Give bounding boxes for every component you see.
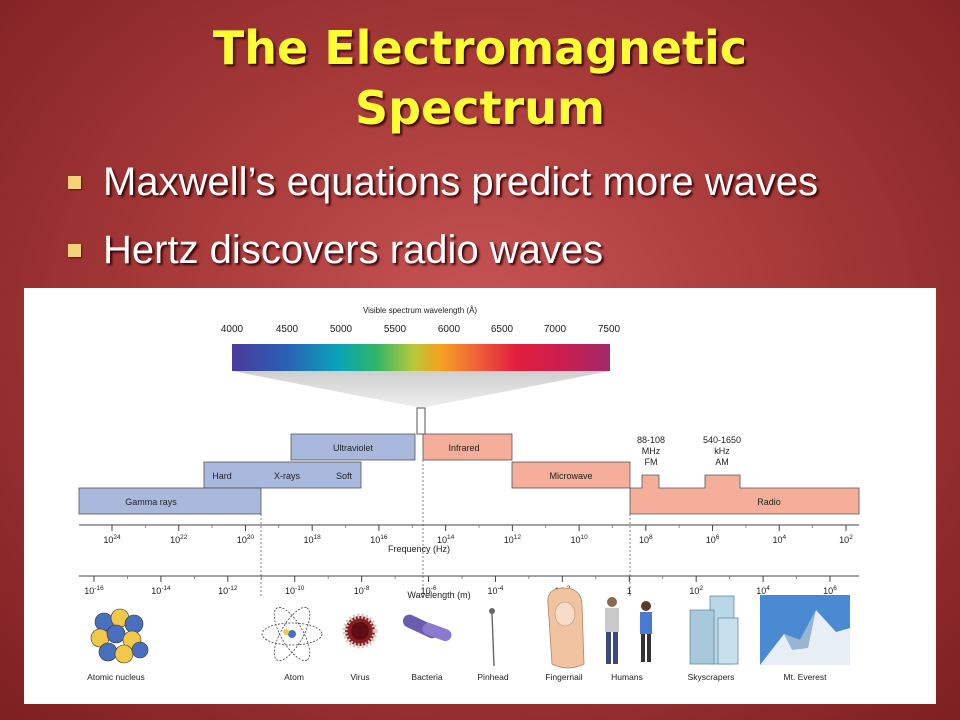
visible-band-marker	[416, 407, 426, 435]
object-label: Skyscrapers	[688, 672, 735, 682]
virus-icon	[342, 613, 378, 649]
atom-icon	[261, 607, 323, 661]
wavelength-tick-label: 10-4	[488, 585, 504, 596]
frequency-tick-label: 1010	[570, 534, 588, 545]
svg-text:AM: AM	[715, 457, 729, 467]
object-label: Atom	[284, 672, 304, 682]
wavelength-tick-label: 10-10	[285, 585, 305, 596]
wavelength-tick-label: 102	[689, 585, 703, 596]
frequency-tick-label: 106	[706, 534, 720, 545]
bullet-square-icon	[68, 175, 81, 189]
svg-text:FM: FM	[645, 457, 658, 467]
band-xrays: Hard X-rays Soft	[203, 461, 362, 489]
band-radio: Radio	[629, 474, 860, 515]
wavelength-tick-label: 1	[627, 586, 632, 596]
wavelength-tick-label: 10-8	[354, 585, 370, 596]
frequency-tick-label: 1022	[170, 534, 188, 545]
object-label: Fingernail	[545, 672, 582, 682]
title-line-2: Spectrum	[355, 81, 605, 135]
svg-text:540-1650: 540-1650	[703, 435, 741, 445]
visible-zoom-fan	[232, 371, 610, 408]
bullet-item: Hertz discovers radio waves	[68, 216, 818, 284]
band-gamma-rays: Gamma rays	[78, 487, 262, 515]
visible-tick: 4500	[276, 324, 299, 335]
spectrum-figure: Visible spectrum wavelength (Å) 4000 450…	[24, 288, 936, 704]
wavelength-axis-label: Wavelength (m)	[407, 590, 470, 600]
band-soft-label: Soft	[336, 471, 353, 481]
svg-text:kHz: kHz	[714, 446, 730, 456]
visible-tick: 5000	[330, 324, 353, 335]
object-labels: Atomic nucleus Atom Virus Bacteria Pinhe…	[87, 672, 827, 682]
frequency-tick-label: 1018	[304, 534, 322, 545]
visible-tick: 4000	[221, 324, 244, 335]
svg-text:Ultraviolet: Ultraviolet	[333, 443, 374, 453]
frequency-tick-label: 1024	[103, 534, 121, 545]
bullet-list: Maxwell’s equations predict more waves H…	[68, 148, 818, 284]
wavelength-tick-label: 10-6	[421, 585, 437, 596]
frequency-tick-label: 102	[839, 534, 853, 545]
object-label: Bacteria	[411, 672, 442, 682]
frequency-axis-label: Frequency (Hz)	[388, 544, 450, 554]
visible-tick: 5500	[384, 324, 407, 335]
wavelength-tick-label: 10-12	[218, 585, 238, 596]
bacteria-icon	[402, 614, 452, 642]
object-label: Virus	[350, 672, 369, 682]
bullet-text: Hertz discovers radio waves	[103, 227, 604, 272]
wavelength-tick-label: 10-14	[151, 585, 171, 596]
frequency-tick-label: 1014	[437, 534, 455, 545]
bullet-text: Maxwell’s equations predict more waves	[103, 159, 819, 204]
wavelength-tick-label: 104	[756, 585, 770, 596]
svg-text:Gamma rays: Gamma rays	[125, 497, 177, 507]
wavelength-ticks: 10-1610-1410-1210-1010-810-610-410-21102…	[84, 576, 837, 596]
guide-lines	[260, 460, 631, 597]
frequency-tick-label: 1016	[370, 534, 388, 545]
svg-text:Radio: Radio	[757, 497, 781, 507]
visible-tick: 7000	[544, 324, 567, 335]
object-label: Atomic nucleus	[87, 672, 145, 682]
svg-text:Infrared: Infrared	[448, 443, 479, 453]
frequency-tick-label: 1020	[237, 534, 255, 545]
svg-text:MHz: MHz	[642, 446, 661, 456]
atomic-nucleus-icon	[90, 608, 149, 664]
visible-ticks: 4000 4500 5000 5500 6000 6500 7000 7500	[221, 324, 621, 335]
mt-everest-icon	[760, 595, 850, 665]
am-label: 540-1650 kHz AM	[703, 435, 741, 467]
visible-spectrum-bar	[232, 344, 610, 371]
band-ultraviolet: Ultraviolet	[290, 433, 416, 461]
frequency-tick-label: 108	[639, 534, 653, 545]
slide-title: The Electromagnetic Spectrum	[0, 18, 960, 138]
bullet-item: Maxwell’s equations predict more waves	[68, 148, 818, 216]
title-line-1: The Electromagnetic	[212, 21, 748, 75]
band-infrared: Infrared	[422, 433, 513, 461]
bullet-square-icon	[68, 243, 81, 257]
wavelength-tick-label: 106	[823, 585, 837, 596]
humans-icon	[605, 597, 652, 664]
band-hard-label: Hard	[212, 471, 232, 481]
visible-caption: Visible spectrum wavelength (Å)	[363, 306, 477, 315]
spectrum-diagram: Visible spectrum wavelength (Å) 4000 450…	[78, 306, 860, 682]
visible-tick: 7500	[598, 324, 621, 335]
svg-text:88-108: 88-108	[637, 435, 665, 445]
frequency-ticks: 1024 1022 1020 1018 1016 1014 1012 1010 108 106 10…	[103, 525, 853, 545]
object-label: Humans	[611, 672, 643, 682]
visible-tick: 6000	[438, 324, 461, 335]
object-label: Mt. Everest	[784, 672, 828, 682]
wavelength-tick-label: 10-16	[84, 585, 104, 596]
band-xrays-label: X-rays	[274, 471, 301, 481]
skyscrapers-icon	[689, 595, 739, 665]
visible-tick: 6500	[491, 324, 514, 335]
frequency-tick-label: 1012	[504, 534, 522, 545]
fingernail-icon	[547, 587, 585, 669]
frequency-tick-label: 104	[772, 534, 786, 545]
pinhead-icon	[489, 608, 495, 667]
svg-text:Microwave: Microwave	[549, 471, 592, 481]
fm-label: 88-108 MHz FM	[637, 435, 665, 467]
object-label: Pinhead	[477, 672, 508, 682]
band-microwave: Microwave	[511, 461, 631, 489]
